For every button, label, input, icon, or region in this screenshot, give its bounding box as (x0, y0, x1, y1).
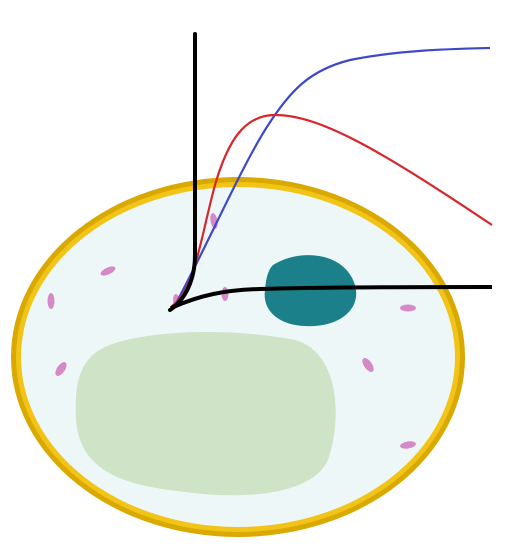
organelle (400, 304, 416, 312)
red-curve (171, 113, 493, 307)
organelle (47, 293, 55, 309)
axis-line (168, 32, 197, 312)
blue-curve (173, 46, 491, 308)
organelle (55, 362, 67, 376)
organelle (100, 266, 116, 276)
black-curve (170, 285, 493, 310)
organelle (362, 358, 374, 372)
nucleus (264, 255, 357, 327)
vacuole (75, 331, 336, 496)
organelle (400, 441, 416, 449)
